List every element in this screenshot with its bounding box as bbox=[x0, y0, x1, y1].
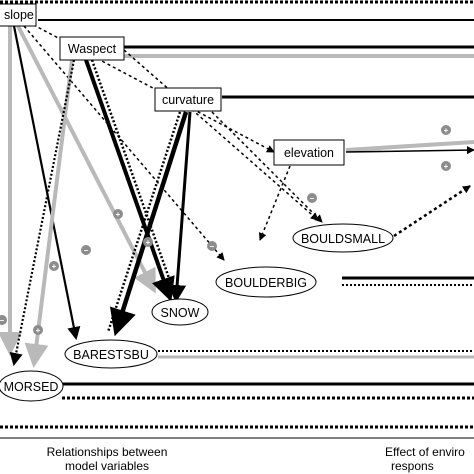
plus-badge: + bbox=[441, 161, 451, 171]
caption-relationships: Relationships between model variables bbox=[32, 445, 182, 473]
svg-text:BARESTSBU: BARESTSBU bbox=[73, 348, 149, 362]
svg-text:BOULDERBIG: BOULDERBIG bbox=[225, 276, 307, 290]
node-slope[interactable]: slope bbox=[0, 3, 37, 27]
svg-text:+: + bbox=[52, 262, 57, 271]
frame-lines bbox=[0, 0, 474, 439]
svg-text:+: + bbox=[116, 210, 121, 219]
caption-effect-line1: Effect of enviro bbox=[385, 445, 465, 459]
svg-text:slope: slope bbox=[4, 8, 34, 22]
caption-effect: Effect of enviro respons bbox=[385, 445, 474, 473]
arrow-waspect-snow bbox=[84, 59, 175, 302]
node-morsed[interactable]: MORSED bbox=[0, 370, 64, 402]
arrow-elevation-right-grey bbox=[345, 140, 474, 152]
svg-text:+: + bbox=[444, 126, 449, 135]
sign-badges: + – + + + – – – + + bbox=[0, 125, 451, 335]
arrow-curvature-bouldsmall bbox=[211, 111, 323, 223]
plus-badge: + bbox=[113, 209, 123, 219]
node-waspect[interactable]: Waspect bbox=[59, 36, 125, 61]
node-bouldsmall[interactable]: BOULDSMALL bbox=[292, 223, 394, 253]
arrow-bouldsmall-right bbox=[393, 184, 471, 238]
minus-badge: – bbox=[207, 241, 217, 251]
minus-badge: – bbox=[307, 193, 317, 203]
svg-text:–: – bbox=[0, 316, 5, 325]
svg-text:MORSED: MORSED bbox=[4, 380, 59, 394]
plus-badge: + bbox=[33, 325, 43, 335]
arrow-elevation-boulderbig bbox=[258, 165, 291, 241]
svg-text:+: + bbox=[444, 162, 449, 171]
plus-badge: + bbox=[441, 125, 451, 135]
svg-text:+: + bbox=[36, 326, 41, 335]
svg-text:+: + bbox=[146, 238, 151, 247]
svg-text:–: – bbox=[84, 246, 89, 255]
svg-text:elevation: elevation bbox=[284, 146, 334, 160]
arrow-curvature-snow bbox=[168, 111, 192, 303]
arrow-waspect-bouldsmall bbox=[123, 49, 319, 221]
caption-relationships-line1: Relationships between bbox=[46, 445, 168, 459]
svg-text:–: – bbox=[210, 242, 215, 251]
minus-badge: – bbox=[81, 245, 91, 255]
node-elevation[interactable]: elevation bbox=[273, 139, 345, 166]
svg-text:–: – bbox=[310, 194, 315, 203]
arrow-slope-snow-grey bbox=[16, 25, 156, 294]
caption-effect-line2: respons bbox=[391, 459, 434, 473]
response-lines bbox=[38, 19, 474, 400]
minus-badge: – bbox=[0, 315, 7, 325]
node-boulderbig[interactable]: BOULDERBIG bbox=[215, 266, 317, 298]
svg-text:curvature: curvature bbox=[162, 93, 214, 107]
svg-text:Waspect: Waspect bbox=[68, 42, 117, 56]
plus-badge: + bbox=[49, 261, 59, 271]
arrow-waspect-morsed-grey bbox=[24, 59, 74, 368]
arrow-slope-barestsbu bbox=[12, 25, 81, 341]
arrow-curvature-barestsbu bbox=[109, 111, 189, 337]
node-curvature[interactable]: curvature bbox=[154, 87, 222, 112]
svg-text:SNOW: SNOW bbox=[161, 306, 200, 320]
caption-relationships-line2: model variables bbox=[64, 459, 150, 473]
relationship-arrows bbox=[0, 21, 474, 368]
arrow-slope-elevation bbox=[27, 21, 275, 153]
arrow-elevation-right bbox=[345, 146, 474, 155]
arrow-curvature-barestsbu-dotted bbox=[106, 111, 182, 333]
svg-text:BOULDSMALL: BOULDSMALL bbox=[301, 232, 385, 246]
node-barestsbu[interactable]: BARESTSBU bbox=[64, 339, 158, 369]
plus-badge: + bbox=[143, 237, 153, 247]
node-snow[interactable]: SNOW bbox=[151, 298, 209, 326]
